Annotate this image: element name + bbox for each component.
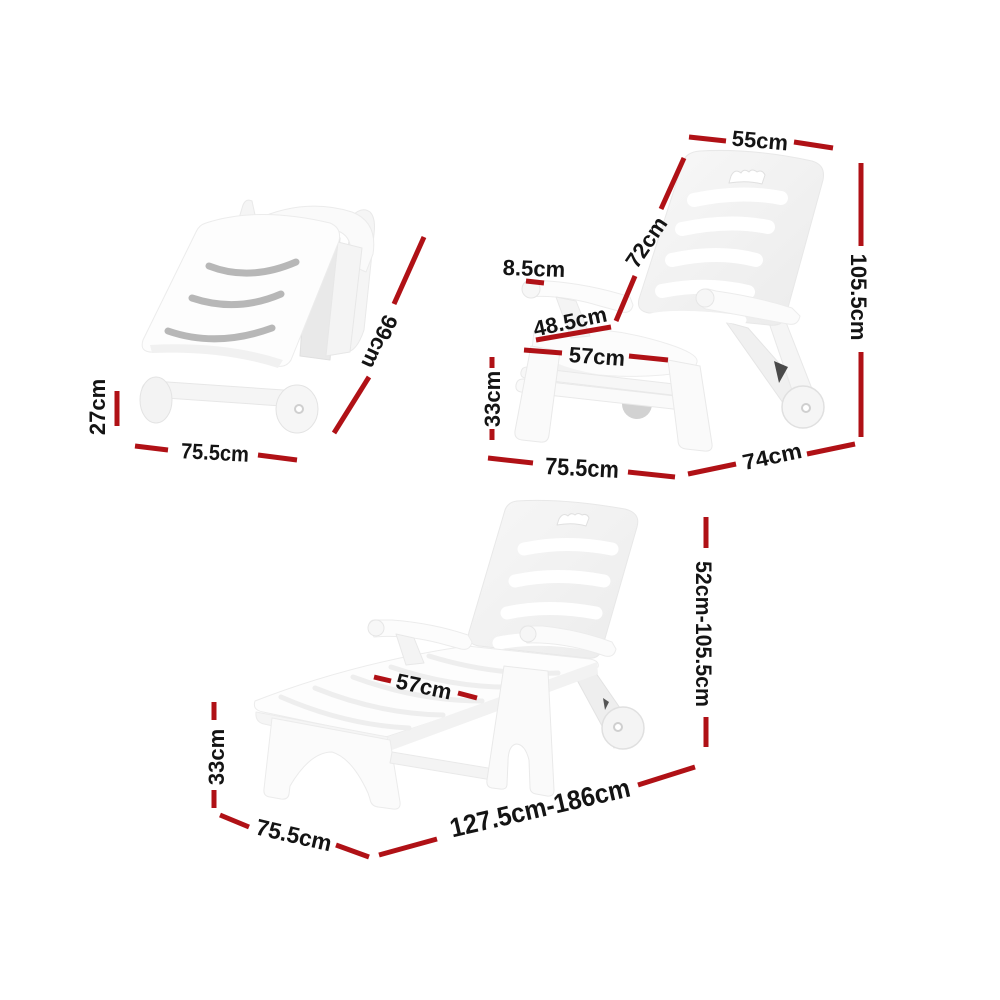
svg-text:33cm: 33cm [480,371,505,427]
svg-text:75.5cm: 75.5cm [180,438,249,467]
svg-text:105.5cm: 105.5cm [846,254,871,341]
svg-text:75.5cm: 75.5cm [544,453,619,484]
svg-text:52cm-105.5cm: 52cm-105.5cm [691,561,716,707]
svg-text:27cm: 27cm [85,379,110,435]
svg-text:33cm: 33cm [204,729,229,785]
svg-text:8.5cm: 8.5cm [502,255,565,282]
svg-text:57cm: 57cm [568,342,626,371]
svg-text:55cm: 55cm [731,126,789,156]
